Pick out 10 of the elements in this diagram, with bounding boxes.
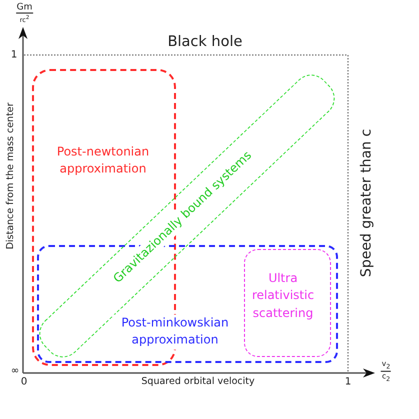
tick-label: 1 <box>344 376 352 388</box>
zone-label: Speed greater than c <box>359 128 375 278</box>
dotted-region <box>244 249 331 357</box>
tick-label: 0 <box>20 376 28 388</box>
unit-numerator: Gm <box>16 3 34 14</box>
zone-label: Black hole <box>168 35 242 51</box>
axis-title: Squared orbital velocity <box>141 376 255 388</box>
tick-label: 1 <box>10 50 18 60</box>
tick-label: ∞ <box>10 366 20 376</box>
axis-title: Distance from the mass center <box>6 102 16 250</box>
